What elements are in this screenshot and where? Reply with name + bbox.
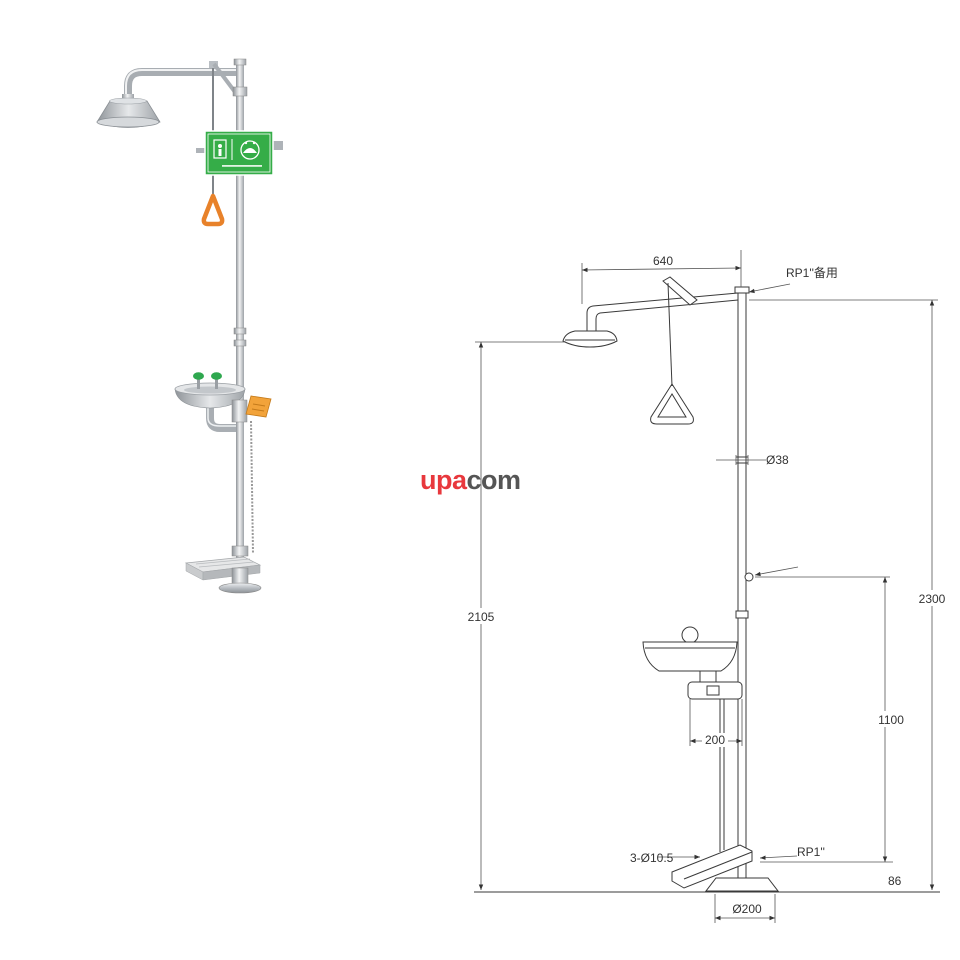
inlet-ball-leader	[754, 566, 799, 577]
sign-person-body-icon	[218, 149, 222, 156]
technical-drawing: 640 RP1''备用 2300 2105 Ø38 1100 200	[463, 250, 950, 923]
drawing-pull-handle-icon	[650, 383, 694, 425]
drawing-foot-pedal	[671, 844, 753, 889]
shower-arm	[124, 68, 236, 100]
drawing-pole-cap	[734, 286, 750, 294]
pedal-grip-line	[198, 561, 255, 568]
base-plate	[218, 582, 262, 594]
pole-joint	[231, 545, 249, 557]
sign-caption-line	[222, 165, 262, 167]
shower-head-face	[96, 116, 160, 128]
drawing-eyewash-valve	[706, 685, 720, 696]
dim-2105-label: 2105	[468, 610, 495, 624]
pole-joint	[232, 86, 248, 97]
drawing-base	[704, 877, 780, 892]
pedal-chain	[250, 420, 254, 554]
pole-cap	[233, 58, 247, 66]
sign-shower-pictogram-icon	[213, 139, 227, 159]
drawing-foot-pedal-edge	[683, 851, 753, 880]
drawing-shower-head-icon	[562, 330, 618, 348]
dim-640-line	[581, 265, 742, 273]
dim-640-label: 640	[653, 254, 673, 268]
dim-200-label-bg	[702, 733, 728, 747]
eyewash-nozzle-icon	[211, 372, 222, 380]
safety-sign	[204, 130, 274, 176]
dim-1100-label: 1100	[878, 713, 904, 727]
shower-arm-highlight	[125, 69, 236, 98]
sign-water-drop-icon	[244, 141, 248, 145]
drawing-eyewash-bowl	[642, 641, 738, 672]
drawing-shower-arm	[595, 299, 739, 331]
eyewash-supply-pipe-highlight	[207, 404, 236, 427]
pull-handle-icon	[201, 193, 225, 227]
paddle-grip-line	[251, 408, 265, 412]
eyewash-nozzle-icon	[193, 372, 204, 380]
dim-38-label: Ø38	[766, 453, 789, 467]
paddle-grip-line	[252, 403, 266, 407]
eyewash-valve-body	[231, 399, 248, 423]
sign-eyewash-pictogram-icon	[240, 140, 260, 160]
dim-2300-label: 2300	[919, 592, 946, 606]
eyewash-push-paddle	[245, 395, 272, 418]
spare-inlet-leader	[748, 283, 791, 294]
drawing-brace	[662, 276, 698, 306]
drawing-shower-arm	[586, 292, 739, 331]
eyewash-bowl-inner	[184, 386, 236, 394]
dim-2105-label-bg	[463, 608, 499, 624]
pole-joint	[233, 339, 247, 347]
pole-joint	[233, 327, 247, 335]
brand-logo: upacom	[420, 465, 521, 495]
base-holes-label: 3-Ø10.5	[630, 851, 674, 865]
sign-person-head-icon	[218, 144, 222, 148]
dim-200-base-label: Ø200	[732, 902, 762, 916]
nozzle-stem	[215, 376, 218, 389]
drawing-pull-rod	[667, 282, 673, 387]
dim-200-label: 200	[705, 733, 725, 747]
dim-2300-label-bg	[914, 590, 950, 606]
sign-board	[204, 130, 274, 176]
drawing-pole-joint	[735, 610, 749, 619]
dim-1100-label-bg	[870, 711, 910, 727]
spare-inlet-label: RP1''备用	[786, 266, 838, 280]
logo-part-2: com	[467, 465, 521, 495]
main-inlet-label: RP1''	[797, 845, 825, 859]
drawing-pull-handle-inner	[657, 393, 687, 418]
sign-bracket-left	[196, 148, 206, 153]
sign-water-drop-icon	[252, 141, 256, 145]
drawing-inlet-ball	[744, 572, 754, 582]
sign-inner-border	[207, 133, 271, 173]
drawing-eyewash-nozzle-icon	[681, 626, 699, 644]
product-photo	[96, 58, 283, 594]
shower-head-cap	[109, 97, 147, 105]
logo-part-1: upa	[420, 465, 468, 495]
dim-86-label: 86	[888, 874, 902, 888]
main-pole	[236, 62, 244, 590]
sign-bracket-right	[273, 141, 283, 150]
sign-face-icon	[243, 148, 257, 153]
nozzle-stem	[197, 376, 200, 389]
drawing-bowl-stem	[699, 671, 717, 682]
pedal-grip-line	[195, 558, 251, 565]
main-inlet-leader	[759, 855, 798, 860]
